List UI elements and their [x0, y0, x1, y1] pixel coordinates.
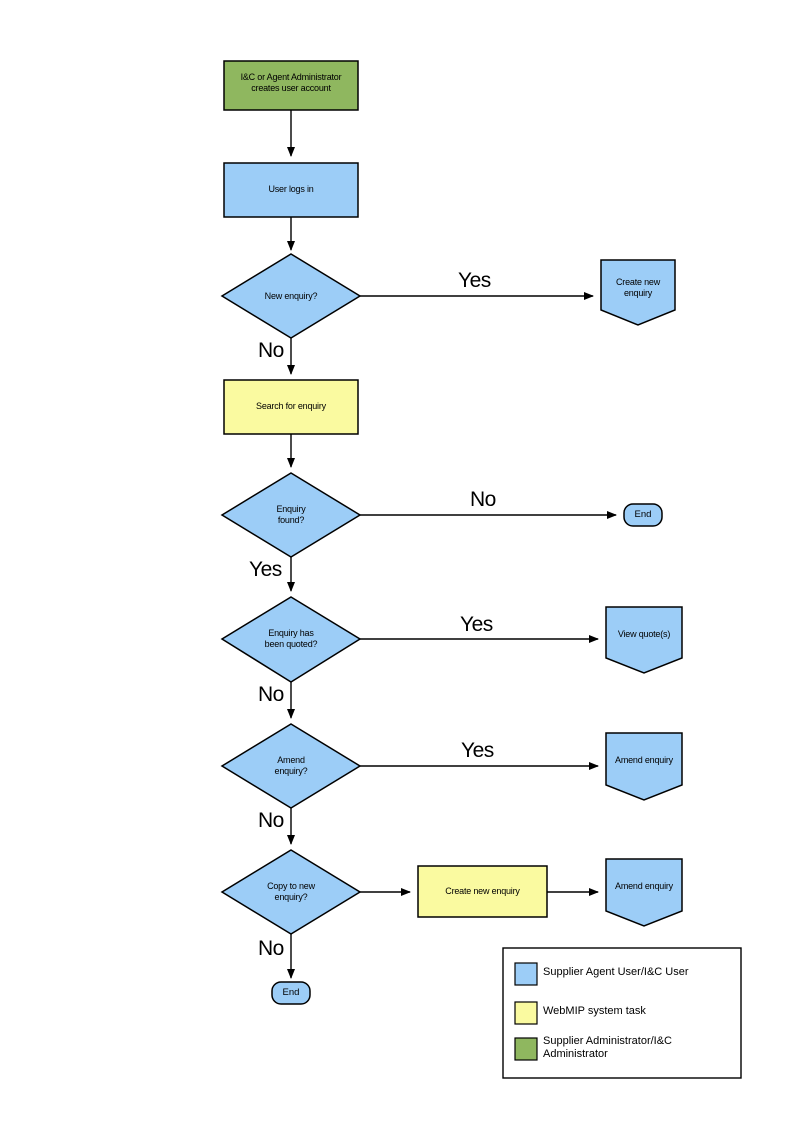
edge-label-no-copy-to-new: No: [258, 937, 284, 960]
legend-box: [502, 947, 742, 1079]
node-create-new-enquiry-1[interactable]: [600, 259, 676, 326]
node-amend-enquiry-decision[interactable]: [220, 723, 362, 809]
connectors: [287, 110, 617, 979]
node-create-new-enquiry-2[interactable]: [417, 865, 548, 918]
edge-label-yes-new-enquiry: Yes: [458, 269, 491, 292]
edge-label-no-amend-enquiry: No: [258, 809, 284, 832]
node-copy-to-new-enquiry-decision[interactable]: [220, 849, 362, 935]
legend-label-admin-green: Supplier Administrator/I&C Administrator: [543, 1035, 672, 1060]
legend-label-user-blue: Supplier Agent User/I&C User: [543, 966, 689, 978]
edge-label-yes-enquiry-found: Yes: [249, 558, 282, 581]
node-enquiry-found-decision[interactable]: [220, 472, 362, 558]
legend-label-system-yellow: WebMIP system task: [543, 1005, 646, 1017]
legend-swatch-user-blue: [514, 962, 538, 986]
edge-label-no-enquiry-found: No: [470, 488, 496, 511]
edge-label-no-new-enquiry: No: [258, 339, 284, 362]
node-end-2[interactable]: [271, 981, 311, 1005]
node-search-for-enquiry[interactable]: [223, 379, 359, 435]
node-view-quotes[interactable]: [605, 606, 683, 674]
edge-label-no-enquiry-quoted: No: [258, 683, 284, 706]
node-user-logs-in[interactable]: [223, 162, 359, 218]
node-end-1[interactable]: [623, 503, 663, 527]
node-amend-enquiry-1[interactable]: [605, 732, 683, 801]
edge-label-yes-enquiry-quoted: Yes: [460, 613, 493, 636]
node-admin-creates-user-account[interactable]: [223, 60, 359, 111]
node-label-end-1: End: [634, 509, 652, 520]
node-enquiry-quoted-decision[interactable]: [220, 596, 362, 683]
node-amend-enquiry-2[interactable]: [605, 858, 683, 927]
legend-swatch-admin-green: [514, 1037, 538, 1061]
node-label-end-2: End: [282, 987, 300, 998]
edge-label-yes-amend-enquiry: Yes: [461, 739, 494, 762]
node-new-enquiry-decision[interactable]: [220, 253, 362, 339]
legend-swatch-system-yellow: [514, 1001, 538, 1025]
